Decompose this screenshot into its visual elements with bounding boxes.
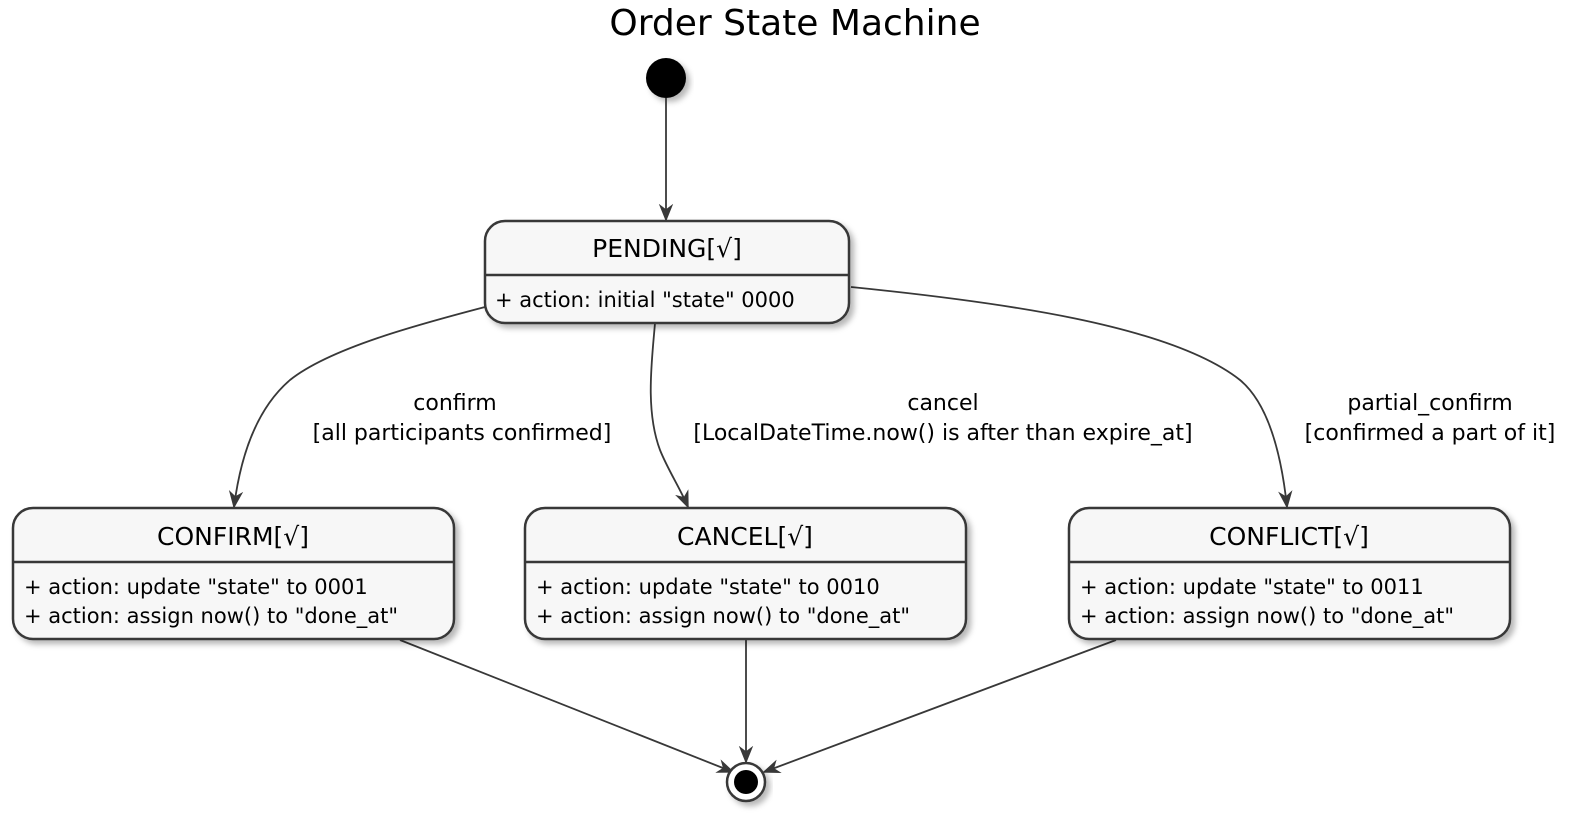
state-confirm: CONFIRM[√] + action: update "state" to 0… — [11, 506, 456, 641]
state-title: PENDING[√] — [592, 234, 742, 263]
state-box — [1067, 506, 1512, 641]
state-action: + action: assign now() to "done_at" — [1080, 604, 1454, 629]
state-conflict: CONFLICT[√] + action: update "state" to … — [1067, 506, 1512, 641]
edge-confirm-to-end — [399, 639, 735, 773]
edge-pending-to-cancel — [649, 322, 689, 509]
state-action: + action: assign now() to "done_at" — [536, 604, 910, 629]
edge-pending-to-conflict — [850, 286, 1293, 509]
edge-pending-to-confirm — [228, 306, 486, 509]
end-node-core — [734, 770, 758, 794]
state-box — [523, 506, 968, 641]
state-box — [483, 219, 851, 325]
transition-guard: [LocalDateTime.now() is after than expir… — [693, 421, 1192, 446]
state-pending: PENDING[√] + action: initial "state" 000… — [483, 219, 851, 325]
state-title: CONFIRM[√] — [157, 522, 309, 551]
state-action: + action: update "state" to 0010 — [536, 575, 880, 599]
label-pending-to-conflict: partial_confirm [confirmed a part of it] — [1305, 391, 1556, 446]
state-box — [11, 506, 456, 641]
transition-event: confirm — [413, 391, 496, 416]
state-action: + action: update "state" to 0011 — [1080, 575, 1424, 599]
end-node — [725, 761, 767, 803]
edge-conflict-to-end — [762, 639, 1117, 774]
diagram-title: Order State Machine — [609, 3, 980, 44]
transition-guard: [confirmed a part of it] — [1305, 421, 1556, 446]
state-cancel: CANCEL[√] + action: update "state" to 00… — [523, 506, 968, 641]
label-pending-to-confirm: confirm [all participants confirmed] — [313, 391, 612, 446]
state-title: CANCEL[√] — [677, 522, 813, 551]
state-action: + action: update "state" to 0001 — [24, 575, 368, 599]
transition-guard: [all participants confirmed] — [313, 421, 612, 446]
state-action: + action: assign now() to "done_at" — [24, 604, 398, 629]
start-node — [646, 58, 686, 98]
label-pending-to-cancel: cancel [LocalDateTime.now() is after tha… — [693, 391, 1192, 446]
state-title: CONFLICT[√] — [1209, 522, 1369, 551]
transition-event: cancel — [907, 391, 978, 416]
state-action: + action: initial "state" 0000 — [495, 288, 795, 312]
transition-event: partial_confirm — [1347, 391, 1512, 416]
